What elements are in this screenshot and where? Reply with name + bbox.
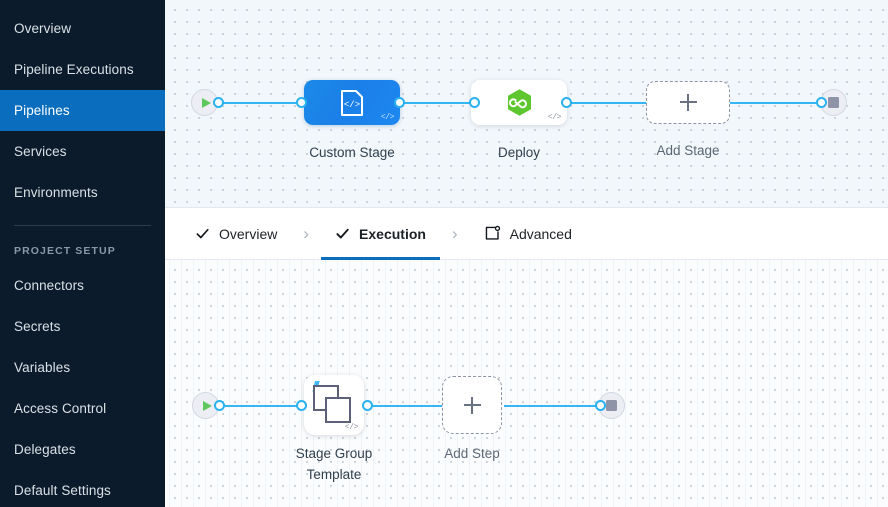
deploy-stage-input-port[interactable] (469, 97, 480, 108)
tab-execution[interactable]: Execution (321, 208, 440, 260)
stage-node-custom-stage[interactable]: </> </> (304, 80, 400, 125)
sidebar-item-label: Default Settings (14, 483, 111, 498)
check-icon (336, 228, 349, 239)
sidebar-item-label: Connectors (14, 278, 85, 293)
stop-icon (828, 97, 839, 108)
step-node-stage-group-template[interactable]: ||| </> (304, 375, 364, 435)
sidebar-item-label: Access Control (14, 401, 107, 416)
exec-end-input-port[interactable] (595, 400, 606, 411)
sidebar-divider (14, 225, 151, 226)
edge-add-stage-to-end (725, 102, 820, 104)
sidebar-item-connectors[interactable]: Connectors (0, 265, 165, 306)
play-icon (201, 97, 211, 108)
end-input-port[interactable] (816, 97, 827, 108)
sidebar-item-label: Pipeline Executions (14, 62, 134, 77)
stage-node-deploy[interactable]: </> (471, 80, 567, 125)
svg-text:</>: </> (344, 100, 360, 110)
stage-group-template-code-badge: </> (344, 423, 359, 432)
step-label-stage-group-template: Stage Group Template (266, 443, 402, 485)
sidebar-item-environments[interactable]: Environments (0, 172, 165, 213)
sidebar-item-label: Secrets (14, 319, 61, 334)
start-output-port[interactable] (213, 97, 224, 108)
content-area: </> </> Custom Stage </> Deploy Add (165, 0, 888, 507)
sidebar-item-secrets[interactable]: Secrets (0, 306, 165, 347)
sidebar-item-access-control[interactable]: Access Control (0, 388, 165, 429)
stage-group-template-input-port[interactable] (296, 400, 307, 411)
sidebar-item-default-settings[interactable]: Default Settings (0, 470, 165, 507)
sidebar-item-label: Overview (14, 21, 72, 36)
custom-stage-output-port[interactable] (394, 97, 405, 108)
check-icon (196, 228, 209, 239)
add-step-label: Add Step (444, 446, 500, 461)
play-icon (202, 400, 212, 411)
tab-overview[interactable]: Overview (181, 208, 291, 260)
sidebar-item-pipelines[interactable]: Pipelines (0, 90, 165, 131)
step-label-line2: Template (306, 467, 362, 482)
tab-label: Overview (219, 225, 278, 242)
edge-start-to-custom-stage (217, 102, 307, 104)
tab-advanced[interactable]: Advanced (470, 208, 586, 260)
sidebar-item-label: Pipelines (14, 103, 70, 118)
edge-start-to-stage-group-template (217, 405, 307, 407)
sidebar-item-label: Environments (14, 185, 98, 200)
stop-icon (606, 400, 617, 411)
edge-custom-stage-to-deploy (397, 102, 479, 104)
tab-label: Execution (359, 225, 426, 242)
step-label-line1: Stage Group (295, 446, 373, 461)
plus-icon (679, 94, 697, 111)
add-step-button[interactable] (442, 376, 502, 434)
edge-stage-group-template-to-add-step (365, 405, 447, 407)
stage-group-template-output-port[interactable] (362, 400, 373, 411)
edge-add-step-to-end (504, 405, 602, 407)
tab-separator-icon: › (451, 223, 458, 243)
exec-start-output-port[interactable] (214, 400, 225, 411)
sidebar-item-label: Delegates (14, 442, 76, 457)
stage-config-tabbar: Overview › Execution › Advanced (165, 207, 888, 260)
cd-hexagon-icon (507, 88, 531, 116)
pipeline-start-node[interactable] (191, 89, 218, 116)
sidebar-item-pipeline-executions[interactable]: Pipeline Executions (0, 49, 165, 90)
custom-stage-icon: </> (341, 89, 363, 116)
custom-stage-input-port[interactable] (296, 97, 307, 108)
edge-deploy-to-add-stage (563, 102, 653, 104)
execution-graph-canvas[interactable]: ||| </> Stage Group Template Add Step (165, 260, 888, 507)
sidebar-item-overview[interactable]: Overview (0, 8, 165, 49)
tab-label: Advanced (509, 225, 572, 242)
stage-label-custom-stage: Custom Stage (309, 145, 395, 160)
sidebar: Overview Pipeline Executions Pipelines S… (0, 0, 165, 507)
sidebar-item-label: Variables (14, 360, 71, 375)
stage-label-deploy: Deploy (497, 145, 541, 160)
add-stage-label: Add Stage (656, 143, 720, 158)
add-stage-button[interactable] (646, 81, 730, 124)
advanced-icon (485, 225, 500, 240)
sidebar-item-label: Services (14, 144, 67, 159)
sidebar-item-delegates[interactable]: Delegates (0, 429, 165, 470)
sidebar-item-services[interactable]: Services (0, 131, 165, 172)
plus-icon (463, 396, 481, 414)
stacked-squares-icon (313, 385, 351, 423)
tab-separator-icon: › (303, 223, 310, 243)
sidebar-item-variables[interactable]: Variables (0, 347, 165, 388)
deploy-stage-code-badge: </> (547, 113, 562, 122)
deploy-stage-output-port[interactable] (561, 97, 572, 108)
stage-graph-canvas[interactable]: </> </> Custom Stage </> Deploy Add (165, 0, 888, 207)
custom-stage-code-badge: </> (380, 113, 395, 122)
sidebar-section-project-setup: PROJECT SETUP (14, 245, 116, 257)
